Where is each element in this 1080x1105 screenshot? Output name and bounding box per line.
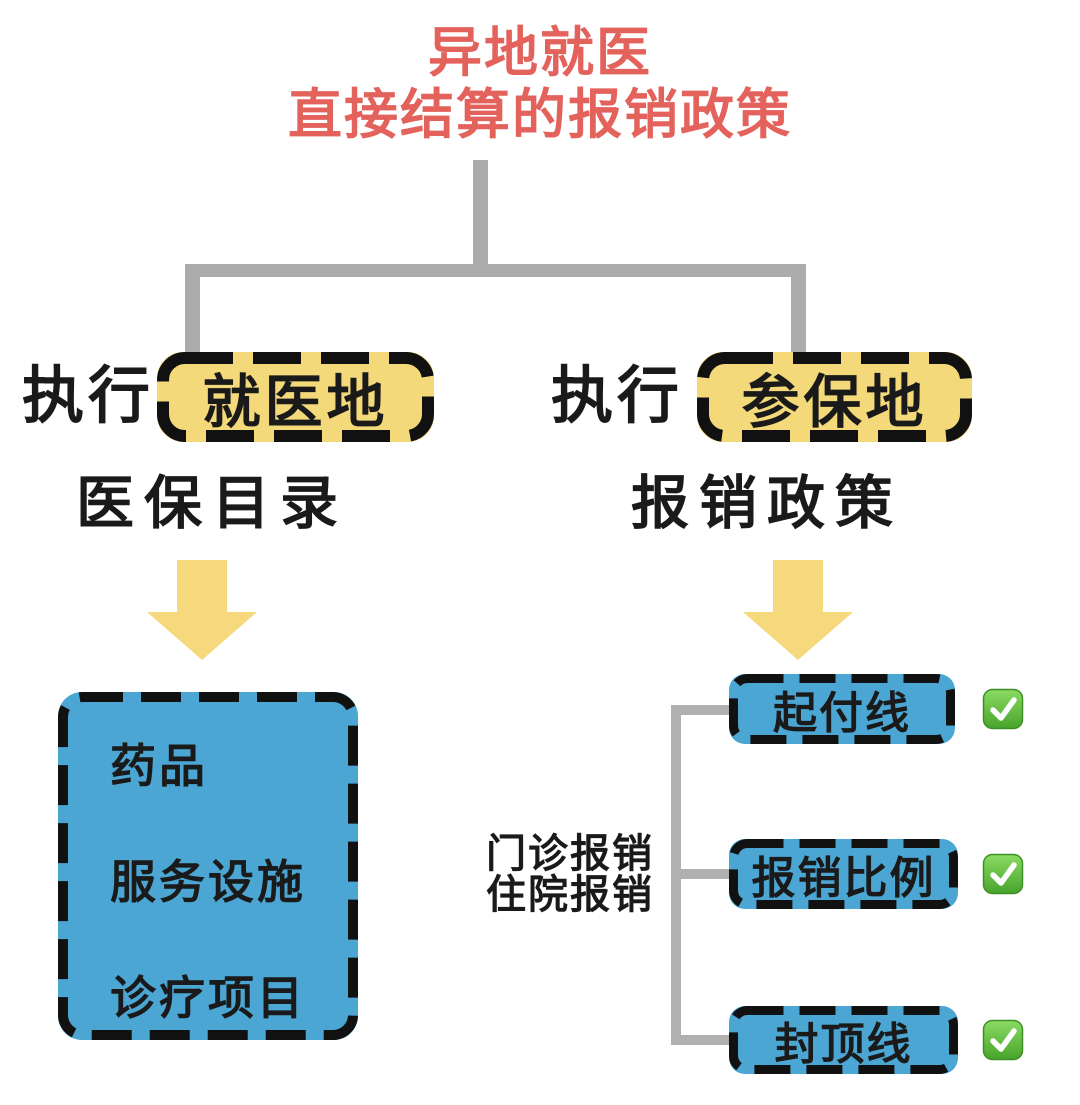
page-title-line2: 直接结算的报销政策 (288, 85, 792, 145)
down-arrow-icon (773, 560, 823, 614)
catalog-item: 药品 (110, 740, 208, 792)
checkmark-icon (982, 688, 1024, 730)
left-branch-subtitle: 医保目录 (75, 471, 348, 536)
connector-left-drop (185, 264, 200, 354)
checkmark-icon (982, 1019, 1024, 1061)
left-branch-prefix: 执行 (22, 362, 155, 431)
connector-horizontal-bar (185, 264, 806, 277)
policy-item-box: 封顶线 (729, 1006, 958, 1074)
policy-item-label: 起付线 (773, 689, 911, 738)
right-branch-prefix: 执行 (551, 362, 684, 431)
policy-item-box: 报销比例 (729, 839, 958, 909)
right-branch-subtitle: 报销政策 (630, 471, 903, 536)
page-title: 异地就医 直接结算的报销政策 (0, 22, 1080, 146)
catalog-item: 服务设施 (110, 856, 306, 908)
bracket-label: 门诊报销 住院报销 (480, 834, 660, 916)
down-arrow-icon (743, 612, 853, 660)
connector-right-drop (791, 264, 806, 354)
bracket-stub-top (671, 705, 731, 715)
policy-item-label: 封顶线 (774, 1020, 913, 1069)
bracket-stub-bottom (671, 1035, 731, 1045)
policy-item-box: 起付线 (729, 674, 955, 744)
bracket-stub-middle (671, 869, 731, 879)
bracket-label-line1: 门诊报销 (486, 832, 654, 876)
policy-item-label: 报销比例 (751, 854, 936, 903)
down-arrow-icon (177, 560, 227, 614)
right-branch-tag-label: 参保地 (741, 370, 928, 435)
left-branch-tag-pill: 就医地 (157, 352, 434, 442)
page-title-line1: 异地就医 (428, 23, 652, 83)
checkmark-icon (982, 853, 1024, 895)
down-arrow-icon (147, 612, 257, 660)
right-branch-tag-pill: 参保地 (697, 352, 972, 442)
medical-catalog-box: 药品 服务设施 诊疗项目 (58, 692, 358, 1040)
catalog-item: 诊疗项目 (110, 972, 306, 1024)
connector-stem (473, 160, 488, 272)
bracket-label-line2: 住院报销 (486, 873, 654, 917)
left-branch-tag-label: 就医地 (202, 370, 389, 435)
